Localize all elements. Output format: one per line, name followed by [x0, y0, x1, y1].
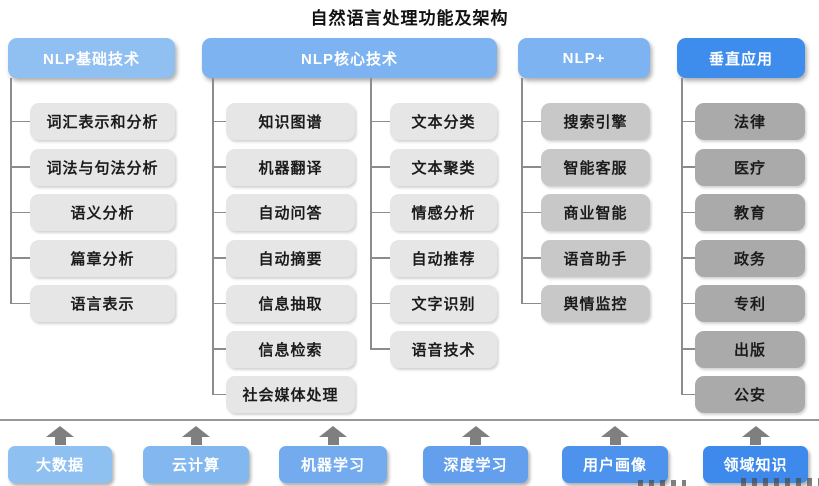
connector-stub	[370, 166, 390, 168]
item-box-vertical-apps: 专利	[695, 285, 805, 322]
item-box-nlp-core: 文本聚类	[390, 148, 497, 186]
item-box-nlp-basic: 词法与句法分析	[30, 148, 175, 186]
connector-stub	[681, 348, 695, 350]
item-box-nlp-plus: 搜索引擎	[541, 103, 650, 140]
connector-vline-nlp-basic-0	[10, 78, 12, 304]
watermark-fragment	[741, 478, 819, 486]
connector-stub	[212, 302, 226, 305]
divider-line	[0, 419, 819, 421]
item-box-nlp-basic: 语言表示	[30, 285, 175, 322]
item-box-nlp-basic: 词汇表示和分析	[30, 103, 175, 140]
item-box-nlp-basic: 语义分析	[30, 194, 175, 231]
item-box-vertical-apps: 出版	[695, 330, 805, 368]
column-header-vertical-apps: 垂直应用	[677, 38, 805, 78]
connector-stub	[681, 166, 695, 168]
watermark-fragment	[638, 480, 686, 486]
up-arrow-icon	[741, 426, 770, 445]
item-box-nlp-core: 信息抽取	[226, 285, 355, 322]
page-title: 自然语言处理功能及架构	[310, 9, 509, 28]
item-box-nlp-core: 机器翻译	[226, 148, 355, 186]
connector-stub	[681, 257, 695, 259]
foundation-box: 云计算	[143, 446, 249, 483]
connector-stub	[10, 166, 30, 168]
item-box-nlp-core: 文字识别	[390, 285, 497, 322]
connector-vline-nlp-core-1	[370, 78, 372, 349]
item-box-nlp-core: 情感分析	[390, 194, 497, 231]
item-box-nlp-plus: 商业智能	[541, 194, 650, 231]
connector-stub	[370, 120, 390, 123]
connector-vline-vertical-apps-0	[681, 78, 683, 395]
item-box-nlp-core: 社会媒体处理	[226, 376, 355, 413]
connector-stub	[10, 302, 30, 305]
item-box-vertical-apps: 教育	[695, 194, 805, 231]
up-arrow-icon	[601, 426, 629, 445]
connector-vline-nlp-core-0	[212, 78, 214, 395]
connector-stub	[370, 348, 390, 350]
item-box-nlp-core: 知识图谱	[226, 103, 355, 140]
connector-stub	[212, 348, 226, 350]
connector-stub	[521, 120, 541, 123]
item-box-nlp-core: 自动问答	[226, 194, 355, 231]
item-box-nlp-core: 信息检索	[226, 330, 355, 368]
up-arrow-icon	[182, 426, 210, 445]
connector-stub	[212, 166, 226, 168]
connector-stub	[212, 211, 226, 214]
connector-stub	[681, 120, 695, 123]
foundation-box: 领域知识	[703, 446, 808, 483]
connector-stub	[212, 120, 226, 123]
item-box-nlp-core: 文本分类	[390, 103, 497, 140]
item-box-vertical-apps: 医疗	[695, 148, 805, 186]
up-arrow-icon	[461, 426, 490, 445]
connector-stub	[681, 302, 695, 305]
item-box-vertical-apps: 法律	[695, 103, 805, 140]
item-box-vertical-apps: 公安	[695, 376, 805, 413]
connector-stub	[521, 166, 541, 168]
connector-stub	[10, 257, 30, 259]
item-box-vertical-apps: 政务	[695, 239, 805, 277]
connector-stub	[212, 393, 226, 396]
connector-stub	[370, 257, 390, 259]
up-arrow-icon	[319, 426, 347, 445]
item-box-nlp-plus: 智能客服	[541, 148, 650, 186]
item-box-nlp-plus: 语音助手	[541, 239, 650, 277]
item-box-nlp-core: 自动推荐	[390, 239, 497, 277]
connector-stub	[370, 211, 390, 214]
item-box-nlp-basic: 篇章分析	[30, 239, 175, 277]
item-box-nlp-core: 自动摘要	[226, 239, 355, 277]
column-header-nlp-basic: NLP基础技术	[8, 38, 175, 78]
connector-stub	[10, 211, 30, 214]
connector-stub	[681, 211, 695, 214]
connector-stub	[521, 211, 541, 214]
connector-stub	[521, 257, 541, 259]
up-arrow-icon	[46, 426, 74, 445]
foundation-box: 机器学习	[279, 446, 387, 483]
connector-stub	[212, 257, 226, 259]
connector-stub	[10, 120, 30, 123]
connector-stub	[681, 393, 695, 396]
connector-vline-nlp-plus-0	[521, 78, 523, 304]
foundation-box: 用户画像	[562, 446, 668, 483]
item-box-nlp-core: 语音技术	[390, 330, 497, 368]
connector-stub	[370, 302, 390, 305]
column-header-nlp-core: NLP核心技术	[202, 38, 497, 78]
foundation-box: 深度学习	[423, 446, 528, 483]
column-header-nlp-plus: NLP+	[518, 38, 650, 78]
foundation-box: 大数据	[8, 446, 112, 483]
connector-stub	[521, 302, 541, 305]
item-box-nlp-plus: 舆情监控	[541, 285, 650, 322]
